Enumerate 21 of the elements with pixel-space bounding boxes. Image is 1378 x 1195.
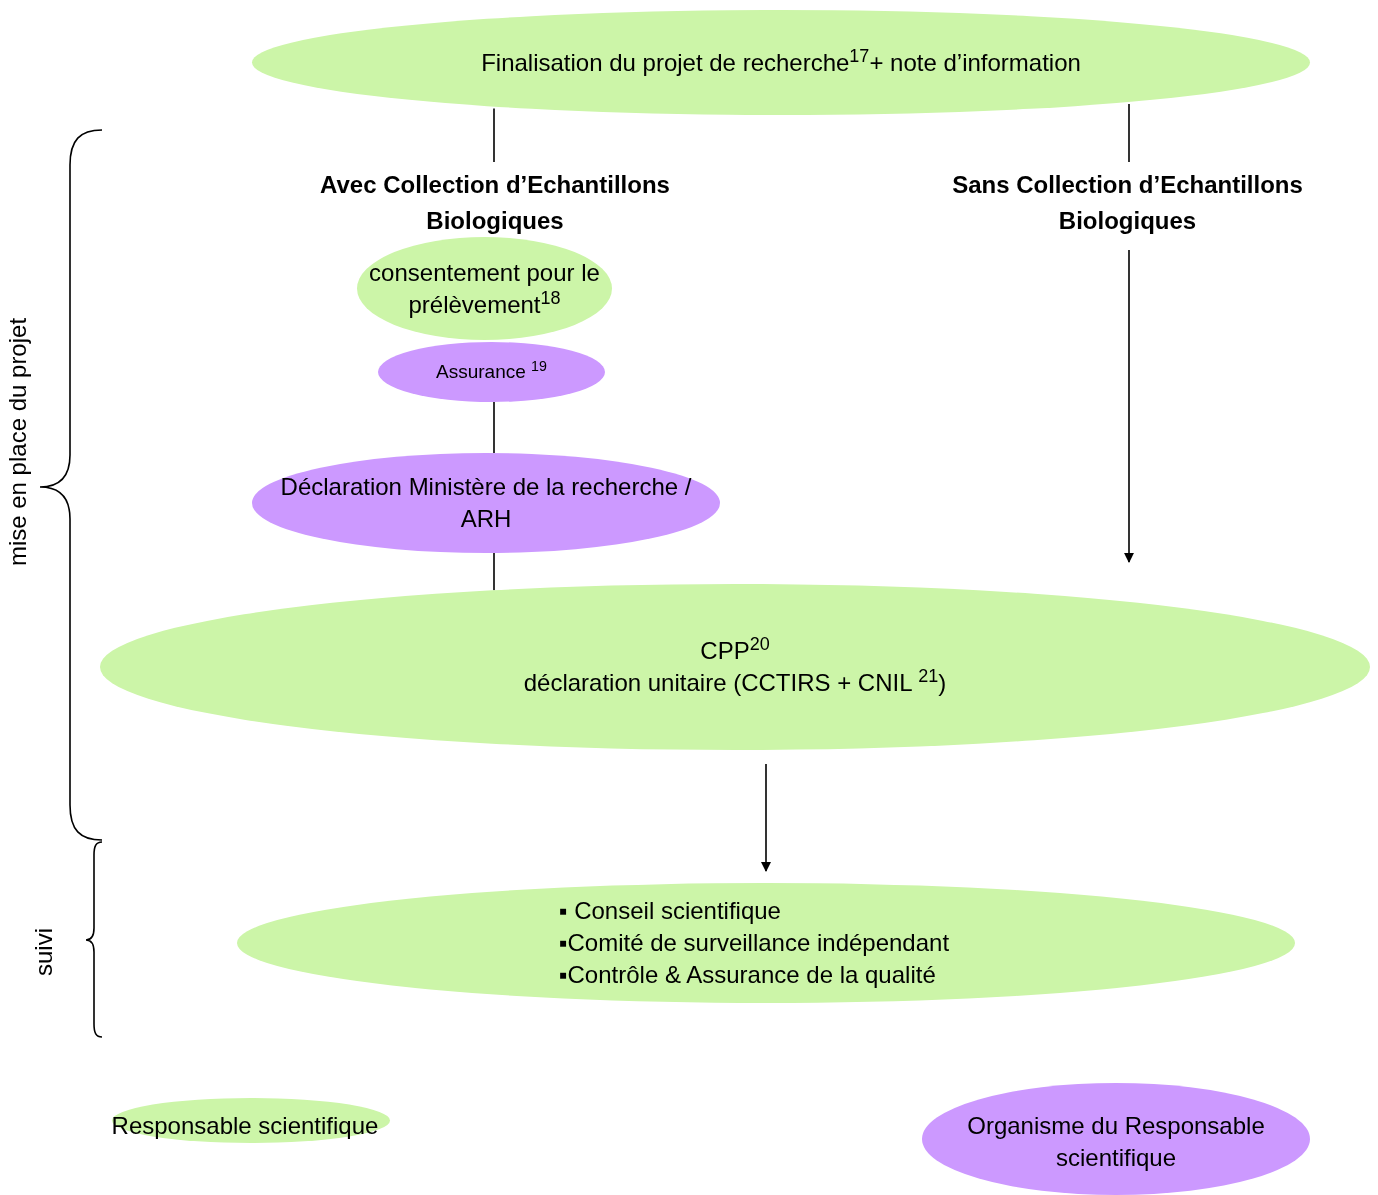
- connector-line: [493, 107, 495, 163]
- legend-label: Responsable scientifique: [110, 1111, 380, 1141]
- list-item: ▪Comité de surveillance indépendant: [559, 928, 950, 958]
- legend-label: Organisme du Responsable scientifique: [966, 1111, 1266, 1173]
- arrow: [1124, 249, 1134, 563]
- connector-line: [1128, 103, 1130, 163]
- connector-line: [493, 552, 495, 591]
- node-text: Déclaration Ministère de la recherche / ARH: [279, 472, 693, 534]
- node-text: CPP$^{20}$: [700, 635, 770, 666]
- section-label: mise en place du projet: [4, 317, 32, 567]
- arrow: [761, 763, 771, 872]
- list-item: ▪ Conseil scientifique: [559, 896, 781, 926]
- branch-heading: Sans Collection d’Echantillons Biologiques: [951, 170, 1304, 236]
- branch-heading: Avec Collection d’Echantillons Biologiques: [319, 170, 671, 236]
- node-text: Assurance $^{19}$: [436, 357, 547, 384]
- list-item: ▪Contrôle & Assurance de la qualité: [559, 960, 936, 990]
- node-text: consentement pour le prélèvement$^{18}$: [368, 257, 601, 320]
- section-label: suivi: [30, 928, 58, 976]
- node-text: déclaration unitaire (CCTIRS + CNIL $^{21}$): [523, 667, 947, 698]
- node-text: Finalisation du projet de recherche$^{17}$+ note d’information: [481, 44, 1081, 78]
- connector-line: [493, 401, 495, 454]
